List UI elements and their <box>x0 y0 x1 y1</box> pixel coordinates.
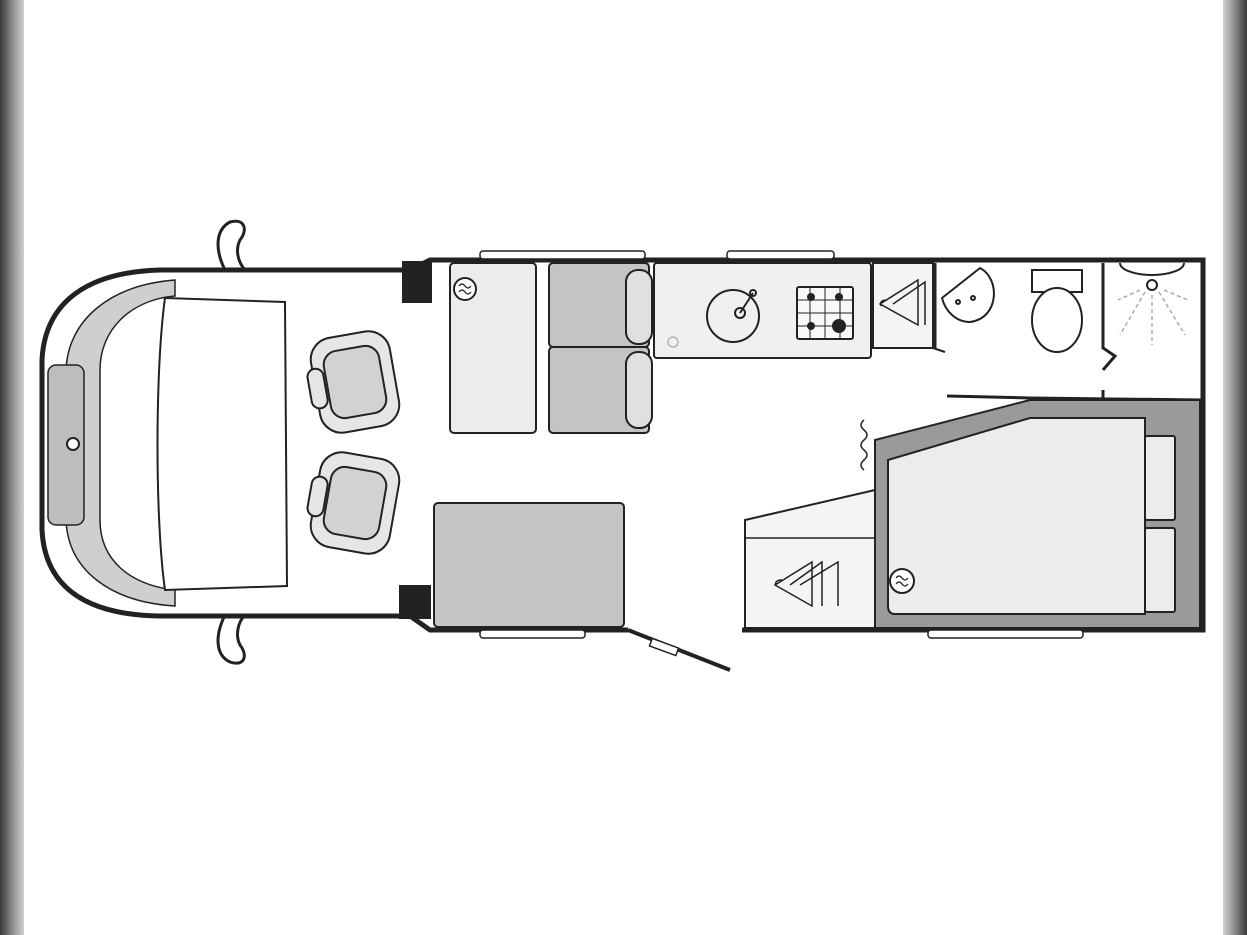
swivel-seat-icon <box>306 330 401 434</box>
cab-bonnet-panel <box>47 364 85 526</box>
right-mirror <box>216 613 247 665</box>
left-mirror <box>216 219 247 271</box>
pillow <box>1144 435 1176 521</box>
sink-icon <box>706 289 760 343</box>
backrest <box>625 269 653 345</box>
cab-dashboard <box>65 279 176 607</box>
window <box>726 250 835 260</box>
wardrobe-hanger-icon <box>773 560 839 608</box>
washroom-wall <box>933 263 1204 402</box>
entrance-door <box>627 628 731 672</box>
tv-point-icon <box>889 568 915 594</box>
window <box>479 629 586 639</box>
pillar-top <box>402 261 432 303</box>
cab-table <box>156 296 289 592</box>
bedroom-wardrobe <box>744 488 876 629</box>
hob-icon <box>796 286 854 340</box>
sofa-seat <box>449 262 537 434</box>
toilet-icon <box>1031 287 1083 353</box>
shower-icon <box>1117 262 1189 345</box>
washbasin-icon <box>940 266 995 324</box>
tv-point-icon <box>453 277 477 301</box>
frame-left <box>0 0 24 935</box>
steering-badge <box>66 437 80 451</box>
heater-icon <box>860 419 868 471</box>
window <box>927 629 1084 639</box>
door-step <box>648 637 680 657</box>
window <box>479 250 646 260</box>
backrest <box>625 351 653 429</box>
swivel-seat-icon <box>306 451 401 555</box>
dining-table <box>433 502 625 628</box>
frame-right <box>1223 0 1247 935</box>
wardrobe-door <box>932 347 946 353</box>
heater-icon <box>667 336 679 348</box>
pillow <box>1144 527 1176 613</box>
pillar-bottom <box>399 585 431 619</box>
wardrobe-hanger-icon <box>878 278 926 327</box>
